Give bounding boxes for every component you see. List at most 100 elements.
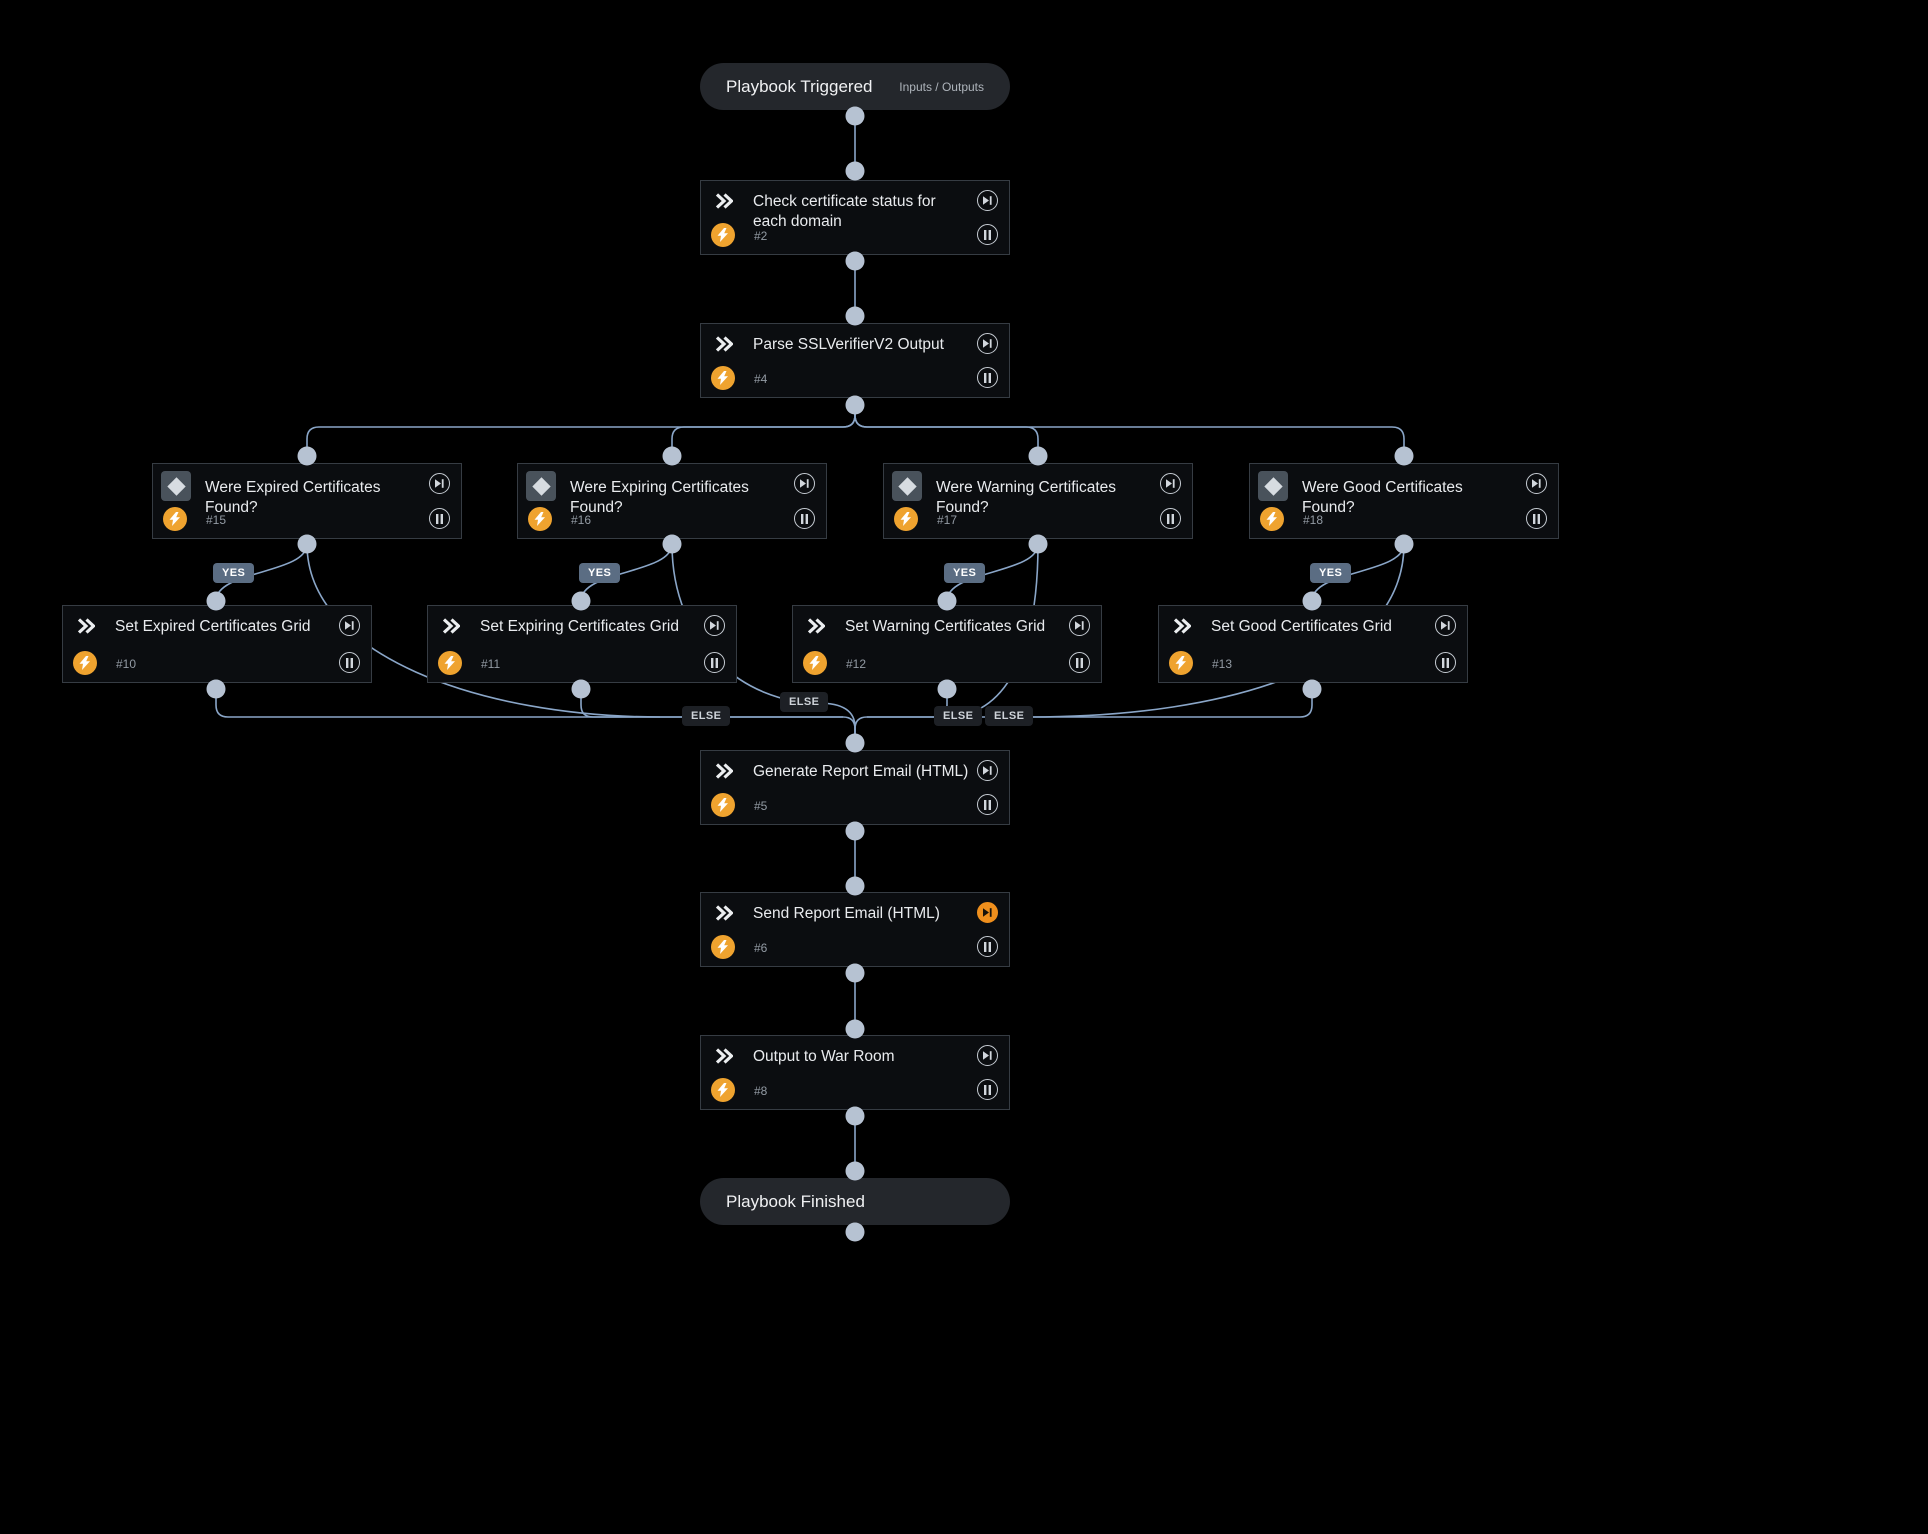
task-node-send-report-email[interactable]: Send Report Email (HTML) #6 [700,892,1010,967]
pause-button[interactable] [1160,508,1181,529]
skip-execution-button[interactable] [977,190,998,211]
skip-execution-button[interactable] [429,473,450,494]
connector-dot[interactable] [845,821,865,841]
connector-dot[interactable] [571,591,591,611]
skip-execution-button[interactable] [704,615,725,636]
playbook-triggered-node[interactable]: Playbook Triggered Inputs / Outputs [700,63,1010,110]
connector-dot[interactable] [845,1222,865,1242]
automation-bolt-icon [711,1078,735,1102]
connector-dot[interactable] [1394,446,1414,466]
skip-execution-button[interactable] [1069,615,1090,636]
pause-button[interactable] [339,652,360,673]
condition-node-expiring-certificates[interactable]: Were Expiring Certificates Found? #16 [517,463,827,539]
pause-button[interactable] [977,1079,998,1100]
automation-bolt-icon [1169,651,1193,675]
condition-node-good-certificates[interactable]: Were Good Certificates Found? #18 [1249,463,1559,539]
connector-dot[interactable] [845,876,865,896]
task-title: Send Report Email (HTML) [753,905,940,922]
connector-dot[interactable] [845,1019,865,1039]
skip-execution-button[interactable] [1526,473,1547,494]
task-title: Set Expired Certificates Grid [115,618,311,635]
task-node-generate-report-email[interactable]: Generate Report Email (HTML) #5 [700,750,1010,825]
task-number: #16 [571,513,592,527]
pause-button[interactable] [977,936,998,957]
pause-button[interactable] [977,367,998,388]
playbook-finished-node[interactable]: Playbook Finished [700,1178,1010,1225]
task-number: #5 [754,799,768,813]
connector-dot[interactable] [845,106,865,126]
automation-bolt-icon [1260,507,1284,531]
connector-dot[interactable] [845,963,865,983]
connector-dot[interactable] [206,679,226,699]
task-node-parse-sslverifier-output[interactable]: Parse SSLVerifierV2 Output #4 [700,323,1010,398]
skip-execution-button[interactable] [977,1045,998,1066]
connector-dot[interactable] [1028,534,1048,554]
task-node-check-certificate-status[interactable]: Check certificate status for each domain… [700,180,1010,255]
task-title: Set Expiring Certificates Grid [480,618,679,635]
connector-dot[interactable] [1028,446,1048,466]
connector-dot[interactable] [845,1161,865,1181]
connector-dot[interactable] [845,1106,865,1126]
connector-dot[interactable] [297,446,317,466]
skip-execution-button[interactable] [977,333,998,354]
connector-dot[interactable] [1394,534,1414,554]
automation-bolt-icon [711,366,735,390]
pause-button[interactable] [977,224,998,245]
skip-execution-button[interactable] [1435,615,1456,636]
chevron-right-icon [714,335,734,353]
connector-dot[interactable] [662,446,682,466]
condition-diamond-icon [161,471,191,501]
connector-dot[interactable] [297,534,317,554]
skip-execution-button-active[interactable] [977,902,998,923]
connector-dot[interactable] [1302,591,1322,611]
connector-dot[interactable] [845,395,865,415]
pause-button[interactable] [1435,652,1456,673]
task-node-set-expired-grid[interactable]: Set Expired Certificates Grid #10 [62,605,372,683]
condition-node-warning-certificates[interactable]: Were Warning Certificates Found? #17 [883,463,1193,539]
automation-bolt-icon [803,651,827,675]
chevron-right-icon [1172,617,1192,635]
connector-dot[interactable] [206,591,226,611]
automation-bolt-icon [711,793,735,817]
connector-dot[interactable] [937,679,957,699]
inputs-outputs-link[interactable]: Inputs / Outputs [899,79,984,94]
automation-bolt-icon [163,507,187,531]
task-node-set-expiring-grid[interactable]: Set Expiring Certificates Grid #11 [427,605,737,683]
task-number: #2 [754,229,768,243]
task-title: Parse SSLVerifierV2 Output [753,336,944,353]
task-node-set-warning-grid[interactable]: Set Warning Certificates Grid #12 [792,605,1102,683]
pause-button[interactable] [977,794,998,815]
task-title: Output to War Room [753,1048,895,1065]
skip-execution-button[interactable] [977,760,998,781]
connector-dot[interactable] [1302,679,1322,699]
skip-execution-button[interactable] [1160,473,1181,494]
pause-button[interactable] [704,652,725,673]
chevron-right-icon [714,1047,734,1065]
chevron-right-icon [806,617,826,635]
pause-button[interactable] [794,508,815,529]
skip-execution-button[interactable] [339,615,360,636]
pause-button[interactable] [429,508,450,529]
connector-dot[interactable] [937,591,957,611]
condition-node-expired-certificates[interactable]: Were Expired Certificates Found? #15 [152,463,462,539]
connector-dot[interactable] [571,679,591,699]
task-node-set-good-grid[interactable]: Set Good Certificates Grid #13 [1158,605,1468,683]
task-number: #13 [1212,657,1233,671]
connector-dot[interactable] [845,251,865,271]
condition-title: Were Good Certificates Found? [1302,479,1463,517]
yes-branch-badge: YES [944,563,986,583]
condition-title: Were Expired Certificates Found? [205,479,381,517]
task-number: #15 [206,513,227,527]
pause-button[interactable] [1069,652,1090,673]
task-number: #6 [754,941,768,955]
connector-dot[interactable] [845,733,865,753]
task-node-output-to-war-room[interactable]: Output to War Room #8 [700,1035,1010,1110]
pause-button[interactable] [1526,508,1547,529]
connector-dot[interactable] [845,306,865,326]
condition-title: Were Expiring Certificates Found? [570,479,749,517]
connector-dot[interactable] [662,534,682,554]
skip-execution-button[interactable] [794,473,815,494]
connector-dot[interactable] [845,161,865,181]
chevron-right-icon [441,617,461,635]
